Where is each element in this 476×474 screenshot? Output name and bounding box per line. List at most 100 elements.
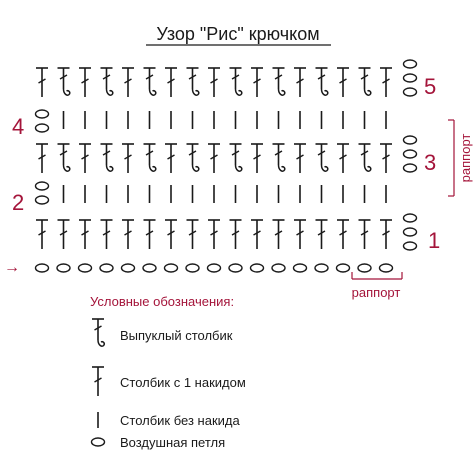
double-crochet-stitch <box>164 143 178 174</box>
chain-stitch <box>402 87 418 97</box>
chain-stitch <box>34 109 50 119</box>
legend-label: Выпуклый столбик <box>120 328 233 343</box>
double-crochet-stitch <box>250 219 264 250</box>
double-crochet-stitch <box>78 67 92 98</box>
chain-stitch <box>402 213 418 223</box>
legend-label: Столбик без накида <box>120 413 240 428</box>
chain-stitch <box>378 263 394 273</box>
chain-stitch <box>402 149 418 159</box>
chain-stitch <box>402 59 418 69</box>
row-label-3: 3 <box>424 150 436 175</box>
vertical-repeat-bracket <box>448 119 455 197</box>
start-arrow: → <box>4 259 20 276</box>
chain-stitch <box>34 123 50 133</box>
double-crochet-stitch <box>56 219 71 250</box>
chain-stitch <box>34 195 50 205</box>
legend-label: Столбик с 1 накидом <box>120 375 246 390</box>
horizontal-repeat-label: раппорт <box>352 285 401 300</box>
double-crochet-stitch <box>357 219 372 250</box>
double-crochet-stitch <box>250 67 264 98</box>
chain-stitch <box>357 263 372 273</box>
double-crochet-stitch <box>185 219 200 250</box>
double-crochet-stitch <box>207 67 221 98</box>
double-crochet-stitch <box>99 219 114 250</box>
vertical-repeat-label: раппорт <box>458 134 473 183</box>
double-crochet-stitch <box>250 143 264 174</box>
double-crochet-stitch <box>207 219 221 250</box>
chain-stitch <box>77 263 93 273</box>
chain-symbol <box>90 437 106 447</box>
front-post-double-crochet-stitch <box>314 143 329 172</box>
double-crochet-stitch <box>336 143 350 174</box>
double-crochet-stitch <box>379 219 393 250</box>
front-post-double-crochet-stitch <box>99 143 114 172</box>
double-crochet-stitch <box>293 219 307 250</box>
chain-stitch <box>271 263 286 273</box>
row-label-1: 1 <box>428 228 440 253</box>
chain-stitch <box>99 263 114 273</box>
chain-stitch <box>402 241 418 251</box>
front-post-double-crochet-stitch <box>56 143 71 172</box>
double-crochet-stitch <box>379 67 393 98</box>
row-label-2: 2 <box>12 190 24 215</box>
chain-stitch <box>314 263 329 273</box>
front-post-double-crochet-stitch <box>56 67 71 96</box>
legend-item-chain: Воздушная петля <box>90 435 225 450</box>
chain-stitch <box>185 263 200 273</box>
chain-stitch <box>228 263 243 273</box>
front-post-double-crochet-stitch <box>185 67 200 96</box>
chain-stitch <box>120 263 136 273</box>
double-crochet-symbol <box>91 366 105 397</box>
legend-label: Воздушная петля <box>120 435 225 450</box>
front-post-double-crochet-stitch <box>99 67 114 96</box>
chain-stitch <box>335 263 351 273</box>
double-crochet-stitch <box>164 67 178 98</box>
chain-stitch <box>142 263 157 273</box>
double-crochet-stitch <box>293 67 307 98</box>
horizontal-repeat-bracket <box>351 272 403 280</box>
row-label-5: 5 <box>424 74 436 99</box>
double-crochet-stitch <box>78 143 92 174</box>
double-crochet-stitch <box>336 219 350 250</box>
chain-stitch <box>292 263 308 273</box>
double-crochet-stitch <box>271 219 286 250</box>
legend-item-double-crochet: Столбик с 1 накидом <box>91 366 246 397</box>
front-post-double-crochet-stitch <box>228 67 243 96</box>
front-post-double-crochet-stitch <box>357 67 372 96</box>
chart-marks <box>34 59 418 273</box>
front-post-double-crochet-stitch <box>357 143 372 172</box>
front-post-double-crochet-stitch <box>142 143 157 172</box>
double-crochet-stitch <box>35 219 49 250</box>
chain-stitch <box>206 263 222 273</box>
double-crochet-stitch <box>142 219 157 250</box>
chain-stitch <box>56 263 71 273</box>
double-crochet-stitch <box>293 143 307 174</box>
chain-stitch <box>163 263 179 273</box>
double-crochet-stitch <box>379 143 393 174</box>
front-post-double-crochet-symbol <box>91 318 106 347</box>
chain-stitch <box>34 263 50 273</box>
double-crochet-stitch <box>121 143 135 174</box>
legend-title: Условные обозначения: <box>90 294 234 309</box>
front-post-double-crochet-stitch <box>271 67 286 96</box>
chain-stitch <box>402 135 418 145</box>
double-crochet-stitch <box>78 219 92 250</box>
front-post-double-crochet-stitch <box>185 143 200 172</box>
double-crochet-stitch <box>314 219 329 250</box>
diagram-title: Узор "Рис" крючком <box>156 24 319 44</box>
chain-stitch <box>402 163 418 173</box>
chain-stitch <box>402 227 418 237</box>
front-post-double-crochet-stitch <box>271 143 286 172</box>
double-crochet-stitch <box>121 67 135 98</box>
row-label-4: 4 <box>12 114 24 139</box>
double-crochet-stitch <box>35 67 49 98</box>
front-post-double-crochet-stitch <box>142 67 157 96</box>
front-post-double-crochet-stitch <box>314 67 329 96</box>
double-crochet-stitch <box>35 143 49 174</box>
double-crochet-stitch <box>228 219 243 250</box>
double-crochet-stitch <box>121 219 135 250</box>
double-crochet-stitch <box>336 67 350 98</box>
legend-item-single-crochet: Столбик без накида <box>97 412 240 428</box>
front-post-double-crochet-stitch <box>228 143 243 172</box>
